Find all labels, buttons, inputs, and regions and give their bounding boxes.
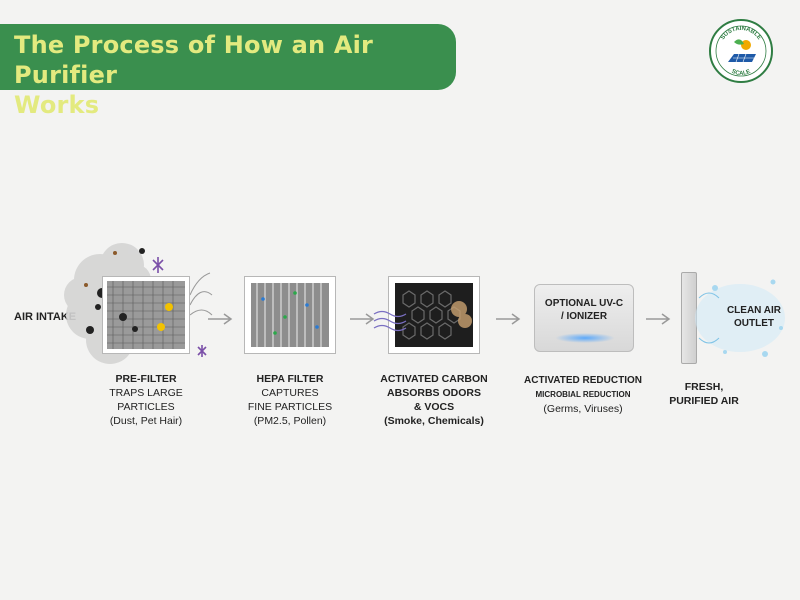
stage-name: ACTIVATED CARBON [380,373,488,385]
uv-ionizer-box: OPTIONAL UV-C / IONIZER [534,284,634,352]
honeycomb-carbon-icon [395,283,473,347]
pre-filter-box [102,276,190,354]
stage-name: FRESH, [684,381,724,393]
stage-name: PRE-FILTER [115,373,177,385]
hepa-filter-box [244,276,336,354]
pre-filter-caption: PRE-FILTER TRAPS LARGE PARTICLES (Dust, … [71,372,221,428]
stage-name: HEPA FILTER [256,373,324,385]
caption-line: ABSORBS ODORS [387,387,481,399]
title-line-2: Works [14,91,100,119]
outlet-caption: FRESH, PURIFIED AIR [654,380,754,408]
caption-line: (Germs, Viruses) [543,403,623,415]
logo-bottom-text: SCALE [730,69,751,77]
uv-glow-icon [555,333,615,343]
arrow-right-icon [350,313,375,325]
solar-panel-sun-leaf-logo-icon: SUSTAINABLE SCALE [709,19,773,83]
stage-name: ACTIVATED REDUCTION [524,375,642,386]
title-line-1: The Process of How an Air Purifier [14,31,374,89]
caption-line: PARTICLES [117,401,175,413]
arrow-right-icon [208,313,233,325]
carbon-caption: ACTIVATED CARBON ABSORBS ODORS & VOCS (S… [359,372,509,428]
clean-air-flow-icon [695,279,785,357]
arrow-right-icon [646,313,671,325]
arrow-right-icon [496,313,521,325]
uv-box-label-2: / IONIZER [560,311,608,322]
mesh-filter-icon [107,281,185,349]
caption-line: PURIFIED AIR [669,395,739,407]
caption-line: TRAPS LARGE [109,387,183,399]
airflow-lines-icon [373,310,407,332]
caption-small: MICROBIAL REDUCTION [535,390,631,399]
caption-line: (Dust, Pet Hair) [109,415,183,427]
caption-line: CAPTURES [261,387,319,399]
uv-caption: ACTIVATED REDUCTION MICROBIAL REDUCTION … [508,374,658,416]
caption-line: & VOCS [413,401,455,413]
caption-line: (PM2.5, Pollen) [253,415,327,427]
caption-line: FINE PARTICLES [247,401,333,413]
air-intake-label: AIR INTAKE [14,311,77,323]
caption-line: (Smoke, Chemicals) [384,415,484,427]
sustainable-scale-logo: SUSTAINABLE SCALE [708,18,774,84]
outlet-label-2: OUTLET [734,318,774,329]
outlet-label-1: CLEAN AIR [726,305,782,316]
uv-box-label-1: OPTIONAL UV-C [544,298,624,309]
svg-text:SCALE: SCALE [730,69,751,77]
title-banner: The Process of How an Air Purifier Works [0,24,456,119]
outlet-label: CLEAN AIR OUTLET [718,304,790,330]
pleated-filter-icon [251,283,329,347]
hepa-caption: HEPA FILTER CAPTURES FINE PARTICLES (PM2… [215,372,365,428]
